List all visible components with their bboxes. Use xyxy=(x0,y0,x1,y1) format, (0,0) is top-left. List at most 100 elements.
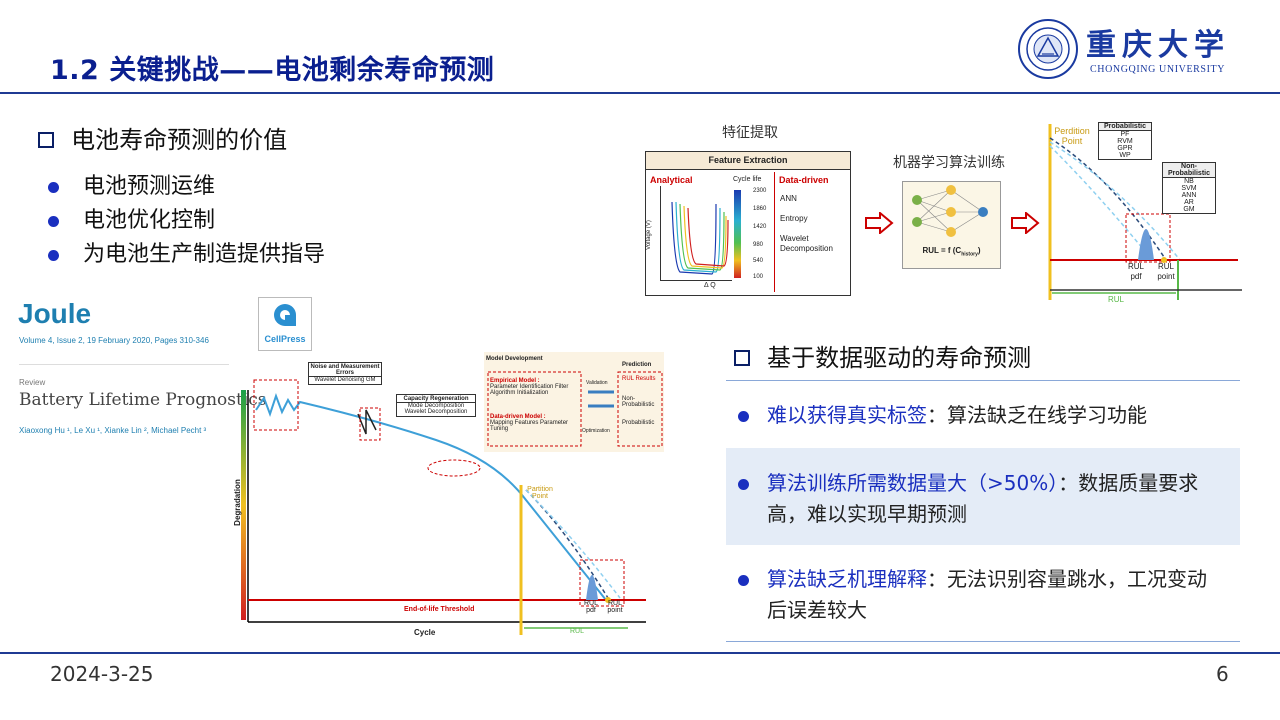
left-heading: 电池寿命预测的价值 xyxy=(38,120,287,155)
right-heading-text: 基于数据驱动的寿命预测 xyxy=(767,344,1032,372)
cellpress-logo: CellPress xyxy=(258,297,312,351)
prob-method: GPR xyxy=(1117,145,1133,152)
challenge-text: ：数据质量要求高，难以实现早期预测 xyxy=(767,471,1199,526)
degradation-xlabel: Cycle xyxy=(414,628,436,637)
feature-extraction-label: 特征提取 xyxy=(722,125,778,141)
paper-divider xyxy=(19,364,229,365)
capacity-box: Capacity Regeneration Mode Decomposition… xyxy=(396,394,476,417)
slide-title: 1.2 关键挑战——电池剩余寿命预测 xyxy=(50,55,495,86)
left-bullet-list: 电池预测运维 电池优化控制 为电池生产制造提供指导 xyxy=(48,168,325,270)
noise-box-methods: Wavelet Denoising GM xyxy=(314,377,376,383)
rul-point-label: RUL point xyxy=(1157,262,1175,281)
challenge-highlight: 算法缺乏机理解释 xyxy=(767,567,927,591)
probabilistic-title: Probabilistic xyxy=(1099,123,1151,131)
rul-prediction-figure: Perdition Point Probabilistic PF RVM GPR… xyxy=(1042,118,1242,308)
bullet-dot-icon xyxy=(738,411,749,422)
datadriven-model-items: Mapping Features Parameter Tuning xyxy=(490,420,569,432)
cycle-life-tick: 540 xyxy=(753,258,764,264)
paper-journal: Joule xyxy=(18,298,92,329)
capacity-box-methods: Mode Decomposition Wavelet Decomposition xyxy=(404,403,468,415)
square-bullet-icon xyxy=(734,350,750,366)
feature-method: ANN xyxy=(780,194,797,203)
partition-small: Partition Point xyxy=(527,486,553,500)
rul-formula: RUL = f (Chistory) xyxy=(903,246,1000,258)
feature-xlabel: Δ Q xyxy=(704,282,716,289)
challenge-item-2-bg xyxy=(726,448,1240,545)
data-driven-label: Data-driven xyxy=(779,175,829,185)
feature-extraction-title: Feature Extraction xyxy=(646,152,850,170)
right-arrow-icon xyxy=(865,212,894,234)
prob-method: RVM xyxy=(1117,138,1133,145)
rul-label: RUL xyxy=(1108,295,1125,304)
noise-box-title: Noise and Measurement Errors xyxy=(309,364,381,377)
probabilistic-box: Probabilistic PF RVM GPR WP xyxy=(1098,122,1152,160)
right-bottom-divider xyxy=(726,641,1240,642)
bullet-dot-icon xyxy=(48,250,59,261)
challenge-highlight: 难以获得真实标签 xyxy=(767,403,927,427)
feature-ylabel: Voltage (V) xyxy=(645,220,652,250)
cycle-life-label: Cycle life xyxy=(733,176,762,183)
degradation-figure: Degradation Cycle End-of-life Threshold … xyxy=(233,350,664,640)
non-probabilistic-box: Non-Probabilistic NB SVM ANN AR GM xyxy=(1162,162,1216,214)
non-prob-label: Non-Probabilistic xyxy=(622,396,655,408)
right-heading: 基于数据驱动的寿命预测 xyxy=(734,338,1031,373)
rul-small-label: RUL xyxy=(570,628,585,635)
paper-title: Battery Lifetime Prognostics xyxy=(19,390,267,410)
cycle-life-tick: 1860 xyxy=(753,206,767,212)
footer-rule xyxy=(0,652,1280,654)
empirical-label: Empirical Model : Parameter Identificati… xyxy=(490,378,580,396)
left-bullet: 为电池生产制造提供指导 xyxy=(83,242,326,267)
prob-method: PF xyxy=(1120,131,1130,138)
bullet-dot-icon xyxy=(738,479,749,490)
cycle-life-tick: 1420 xyxy=(753,224,767,230)
bullet-dot-icon xyxy=(48,216,59,227)
square-bullet-icon xyxy=(38,132,54,148)
nonprob-method: GM xyxy=(1183,206,1195,213)
rul-point-small: RUL point xyxy=(607,600,623,614)
header-rule xyxy=(0,92,1280,94)
perdition-point-label: Perdition Point xyxy=(1054,126,1090,146)
prob-label: Probabilistic xyxy=(622,420,655,426)
challenge-highlight: 算法训练所需数据量大（>50%） xyxy=(767,471,1059,495)
paper-authors: Xiaoxong Hu ¹, Le Xu ¹, Xianke Lin ², Mi… xyxy=(19,426,207,435)
left-bullet: 电池优化控制 xyxy=(83,208,216,233)
rul-prediction-graphic xyxy=(1048,124,1242,300)
voltage-curve-graphic xyxy=(660,186,741,281)
degradation-curve-graphic xyxy=(241,352,664,635)
challenge-item-1: 难以获得真实标签：算法缺乏在线学习功能 xyxy=(738,400,1228,431)
neural-network-icon xyxy=(912,185,988,237)
eol-label: End-of-life Threshold xyxy=(404,606,475,613)
validation-label: Validation xyxy=(586,380,608,386)
analytical-label: Analytical xyxy=(650,175,693,185)
challenge-text: ：算法缺乏在线学习功能 xyxy=(927,403,1147,427)
cycle-life-tick: 2300 xyxy=(753,188,767,194)
right-arrow-icon xyxy=(1011,212,1040,234)
nonprob-method: NB xyxy=(1184,178,1194,185)
optimization-label: Optimization xyxy=(582,428,610,434)
university-logo: 重庆大学 CHONGQING UNIVERSITY xyxy=(1016,18,1230,80)
ml-training-label: 机器学习算法训练 xyxy=(893,155,1005,171)
feature-method: Entropy xyxy=(780,214,808,223)
university-seal-icon xyxy=(1018,19,1078,79)
feature-extraction-panel: Feature Extraction Analytical Cycle life… xyxy=(645,151,851,296)
nonprob-method: SVM xyxy=(1181,185,1197,192)
empirical-title: Empirical Model : xyxy=(490,378,540,384)
cellpress-icon xyxy=(274,304,296,326)
cycle-life-tick: 980 xyxy=(753,242,764,248)
rul-pdf-label: RUL pdf xyxy=(1127,262,1144,281)
left-heading-text: 电池寿命预测的价值 xyxy=(71,126,288,154)
bullet-dot-icon xyxy=(738,575,749,586)
rul-pdf-small: RUL pdf xyxy=(583,600,598,614)
right-divider xyxy=(726,380,1240,381)
model-dev-label: Model Development xyxy=(486,356,543,362)
empirical-items: Parameter Identification Filter Algorith… xyxy=(490,384,569,396)
paper-meta: Volume 4, Issue 2, 19 February 2020, Pag… xyxy=(19,336,209,345)
rul-formula-text: RUL = f (C xyxy=(922,246,962,255)
cycle-life-tick: 100 xyxy=(753,274,764,280)
rul-formula-end: ) xyxy=(977,246,981,255)
bullet-dot-icon xyxy=(48,182,59,193)
datadriven-model-title: Data-driven Model : xyxy=(490,414,546,420)
prediction-label: Prediction xyxy=(622,362,652,368)
challenge-item-3: 算法缺乏机理解释：无法识别容量跳水，工况变动后误差较大 xyxy=(738,564,1222,626)
challenge-item-2: 算法训练所需数据量大（>50%）：数据质量要求高，难以实现早期预测 xyxy=(738,468,1222,530)
